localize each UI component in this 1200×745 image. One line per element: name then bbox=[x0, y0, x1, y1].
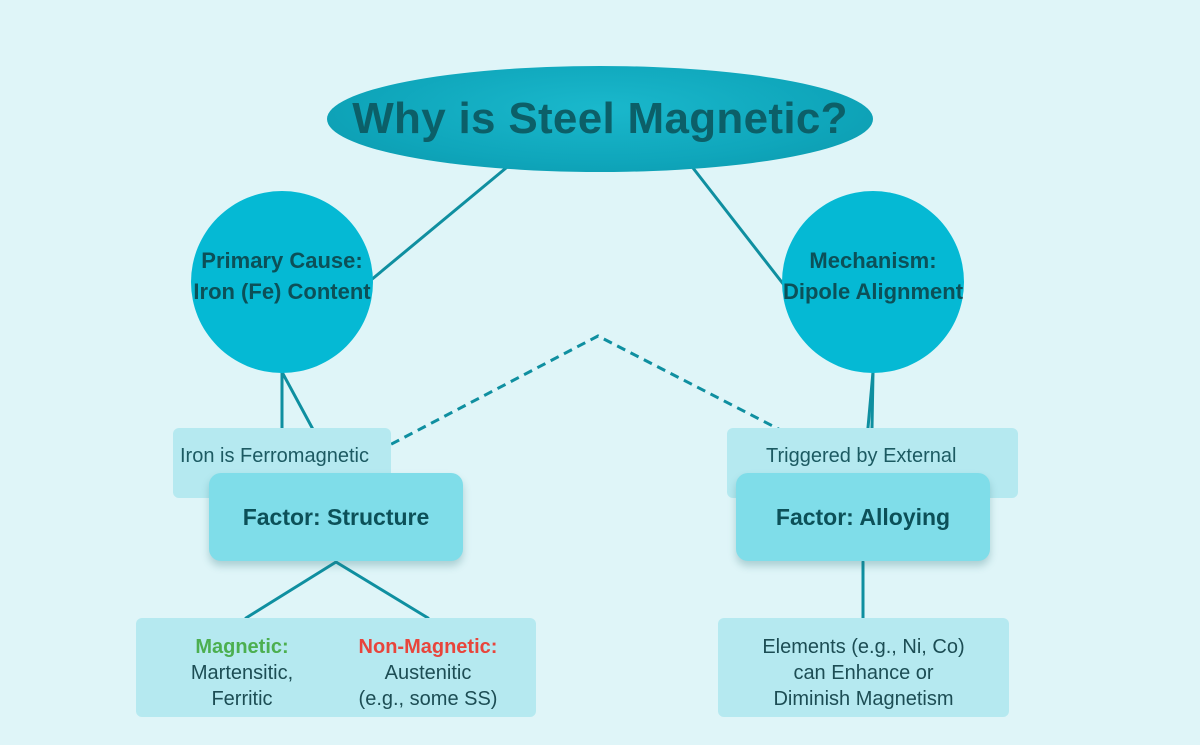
alloy-detail-line1: Elements (e.g., Ni, Co) bbox=[762, 636, 965, 658]
alloy-detail-line2: can Enhance or bbox=[793, 662, 934, 684]
primary-cause-line1: Primary Cause: bbox=[201, 248, 363, 273]
primary-cause-line2: Iron (Fe) Content bbox=[193, 279, 371, 304]
structure-detail-box bbox=[136, 618, 536, 717]
magnetic-heading: Magnetic: bbox=[195, 636, 289, 658]
factor-alloying-node: Factor: Alloying bbox=[736, 473, 990, 561]
magnetic-line2: Ferritic bbox=[211, 688, 273, 710]
alloy-detail-text: Elements (e.g., Ni, Co) can Enhance or D… bbox=[718, 634, 1009, 712]
connector-structure-branch-right bbox=[334, 560, 430, 620]
page-title: Why is Steel Magnetic? bbox=[352, 94, 848, 143]
alloy-detail-box bbox=[718, 618, 1009, 717]
mechanism-node bbox=[782, 191, 964, 373]
non-magnetic-heading: Non-Magnetic: bbox=[358, 636, 498, 658]
primary-cause-node bbox=[191, 191, 373, 373]
non-magnetic-line2: (e.g., some SS) bbox=[358, 688, 498, 710]
connector-title-to-cause bbox=[363, 166, 508, 287]
factor-alloying-label: Factor: Alloying bbox=[775, 503, 951, 530]
magnetic-line1: Martensitic, bbox=[190, 662, 294, 684]
magnetic-column: Magnetic: Martensitic, Ferritic bbox=[152, 634, 332, 712]
non-magnetic-line1: Austenitic bbox=[384, 662, 472, 684]
factor-structure-label: Factor: Structure bbox=[242, 503, 430, 530]
title-node: Why is Steel Magnetic? bbox=[327, 66, 873, 172]
factor-structure-node: Factor: Structure bbox=[209, 473, 463, 561]
mechanism-line2: Dipole Alignment bbox=[782, 279, 964, 304]
iron-note-text: Iron is Ferromagnetic bbox=[180, 445, 369, 467]
alloy-detail-line3: Diminish Magnetism bbox=[773, 688, 954, 710]
dashed-link-structure-alloying bbox=[337, 334, 863, 474]
non-magnetic-column: Non-Magnetic: Austenitic (e.g., some SS) bbox=[334, 634, 522, 712]
connector-structure-branch-left bbox=[244, 560, 338, 620]
mechanism-label: Mechanism: Dipole Alignment bbox=[743, 245, 1003, 307]
external-note-text: Triggered by External bbox=[766, 445, 957, 467]
primary-cause-label: Primary Cause: Iron (Fe) Content bbox=[152, 245, 412, 307]
connector-title-to-mechanism bbox=[691, 166, 786, 287]
mechanism-line1: Mechanism: bbox=[809, 248, 937, 273]
